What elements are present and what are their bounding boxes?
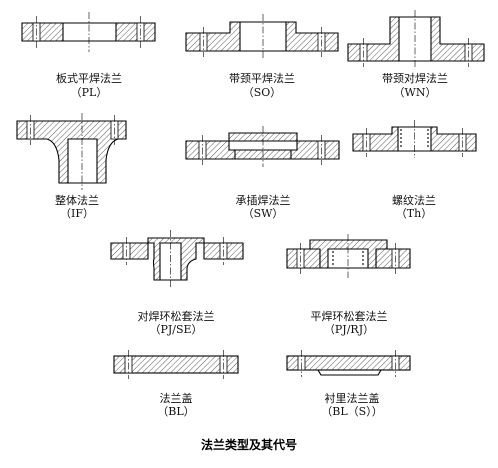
caption-pl-code: （PL） — [71, 86, 108, 99]
caption-so-name: 带颈平焊法兰 — [229, 71, 295, 85]
caption-pj-se-name: 对焊环松套法兰 — [138, 309, 215, 323]
caption-if-code: （IF） — [60, 207, 94, 220]
caption-th-code: （Th） — [396, 207, 432, 220]
caption-bl-s-name: 衬里法兰盖 — [325, 391, 380, 405]
caption-bl-code: （BL） — [157, 405, 194, 418]
flange-pj-se — [110, 230, 244, 288]
caption-if-name: 整体法兰 — [55, 193, 99, 207]
flange-pl — [21, 12, 156, 52]
flange-pj-rj — [286, 234, 411, 278]
caption-bl-s-code: （BL（S）） — [321, 405, 382, 418]
caption-so-code: （SO） — [243, 86, 282, 99]
caption-pj-rj-name: 平焊环松套法兰 — [311, 309, 388, 323]
flange-so — [185, 14, 339, 58]
caption-pj-se-code: （PJ/SE） — [149, 323, 202, 336]
caption-sw-code: （SW） — [243, 207, 284, 220]
flange-th — [352, 120, 477, 158]
flange-if — [16, 113, 127, 190]
flange-bl — [113, 350, 239, 379]
caption-wn-code: （WN） — [394, 86, 437, 99]
caption-bl-name: 法兰盖 — [160, 391, 193, 405]
flange-bl-s — [286, 350, 411, 377]
flange-wn — [347, 10, 485, 68]
caption-sw-name: 承插焊法兰 — [236, 193, 291, 207]
flange-sw — [185, 126, 340, 167]
caption-th-name: 螺纹法兰 — [392, 193, 436, 207]
caption-pl-name: 板式平焊法兰 — [56, 71, 122, 85]
caption-wn-name: 带颈对焊法兰 — [382, 71, 448, 85]
diagram-title: 法兰类型及其代号 — [201, 437, 297, 452]
caption-pj-rj-code: （PJ/RJ） — [324, 323, 374, 336]
